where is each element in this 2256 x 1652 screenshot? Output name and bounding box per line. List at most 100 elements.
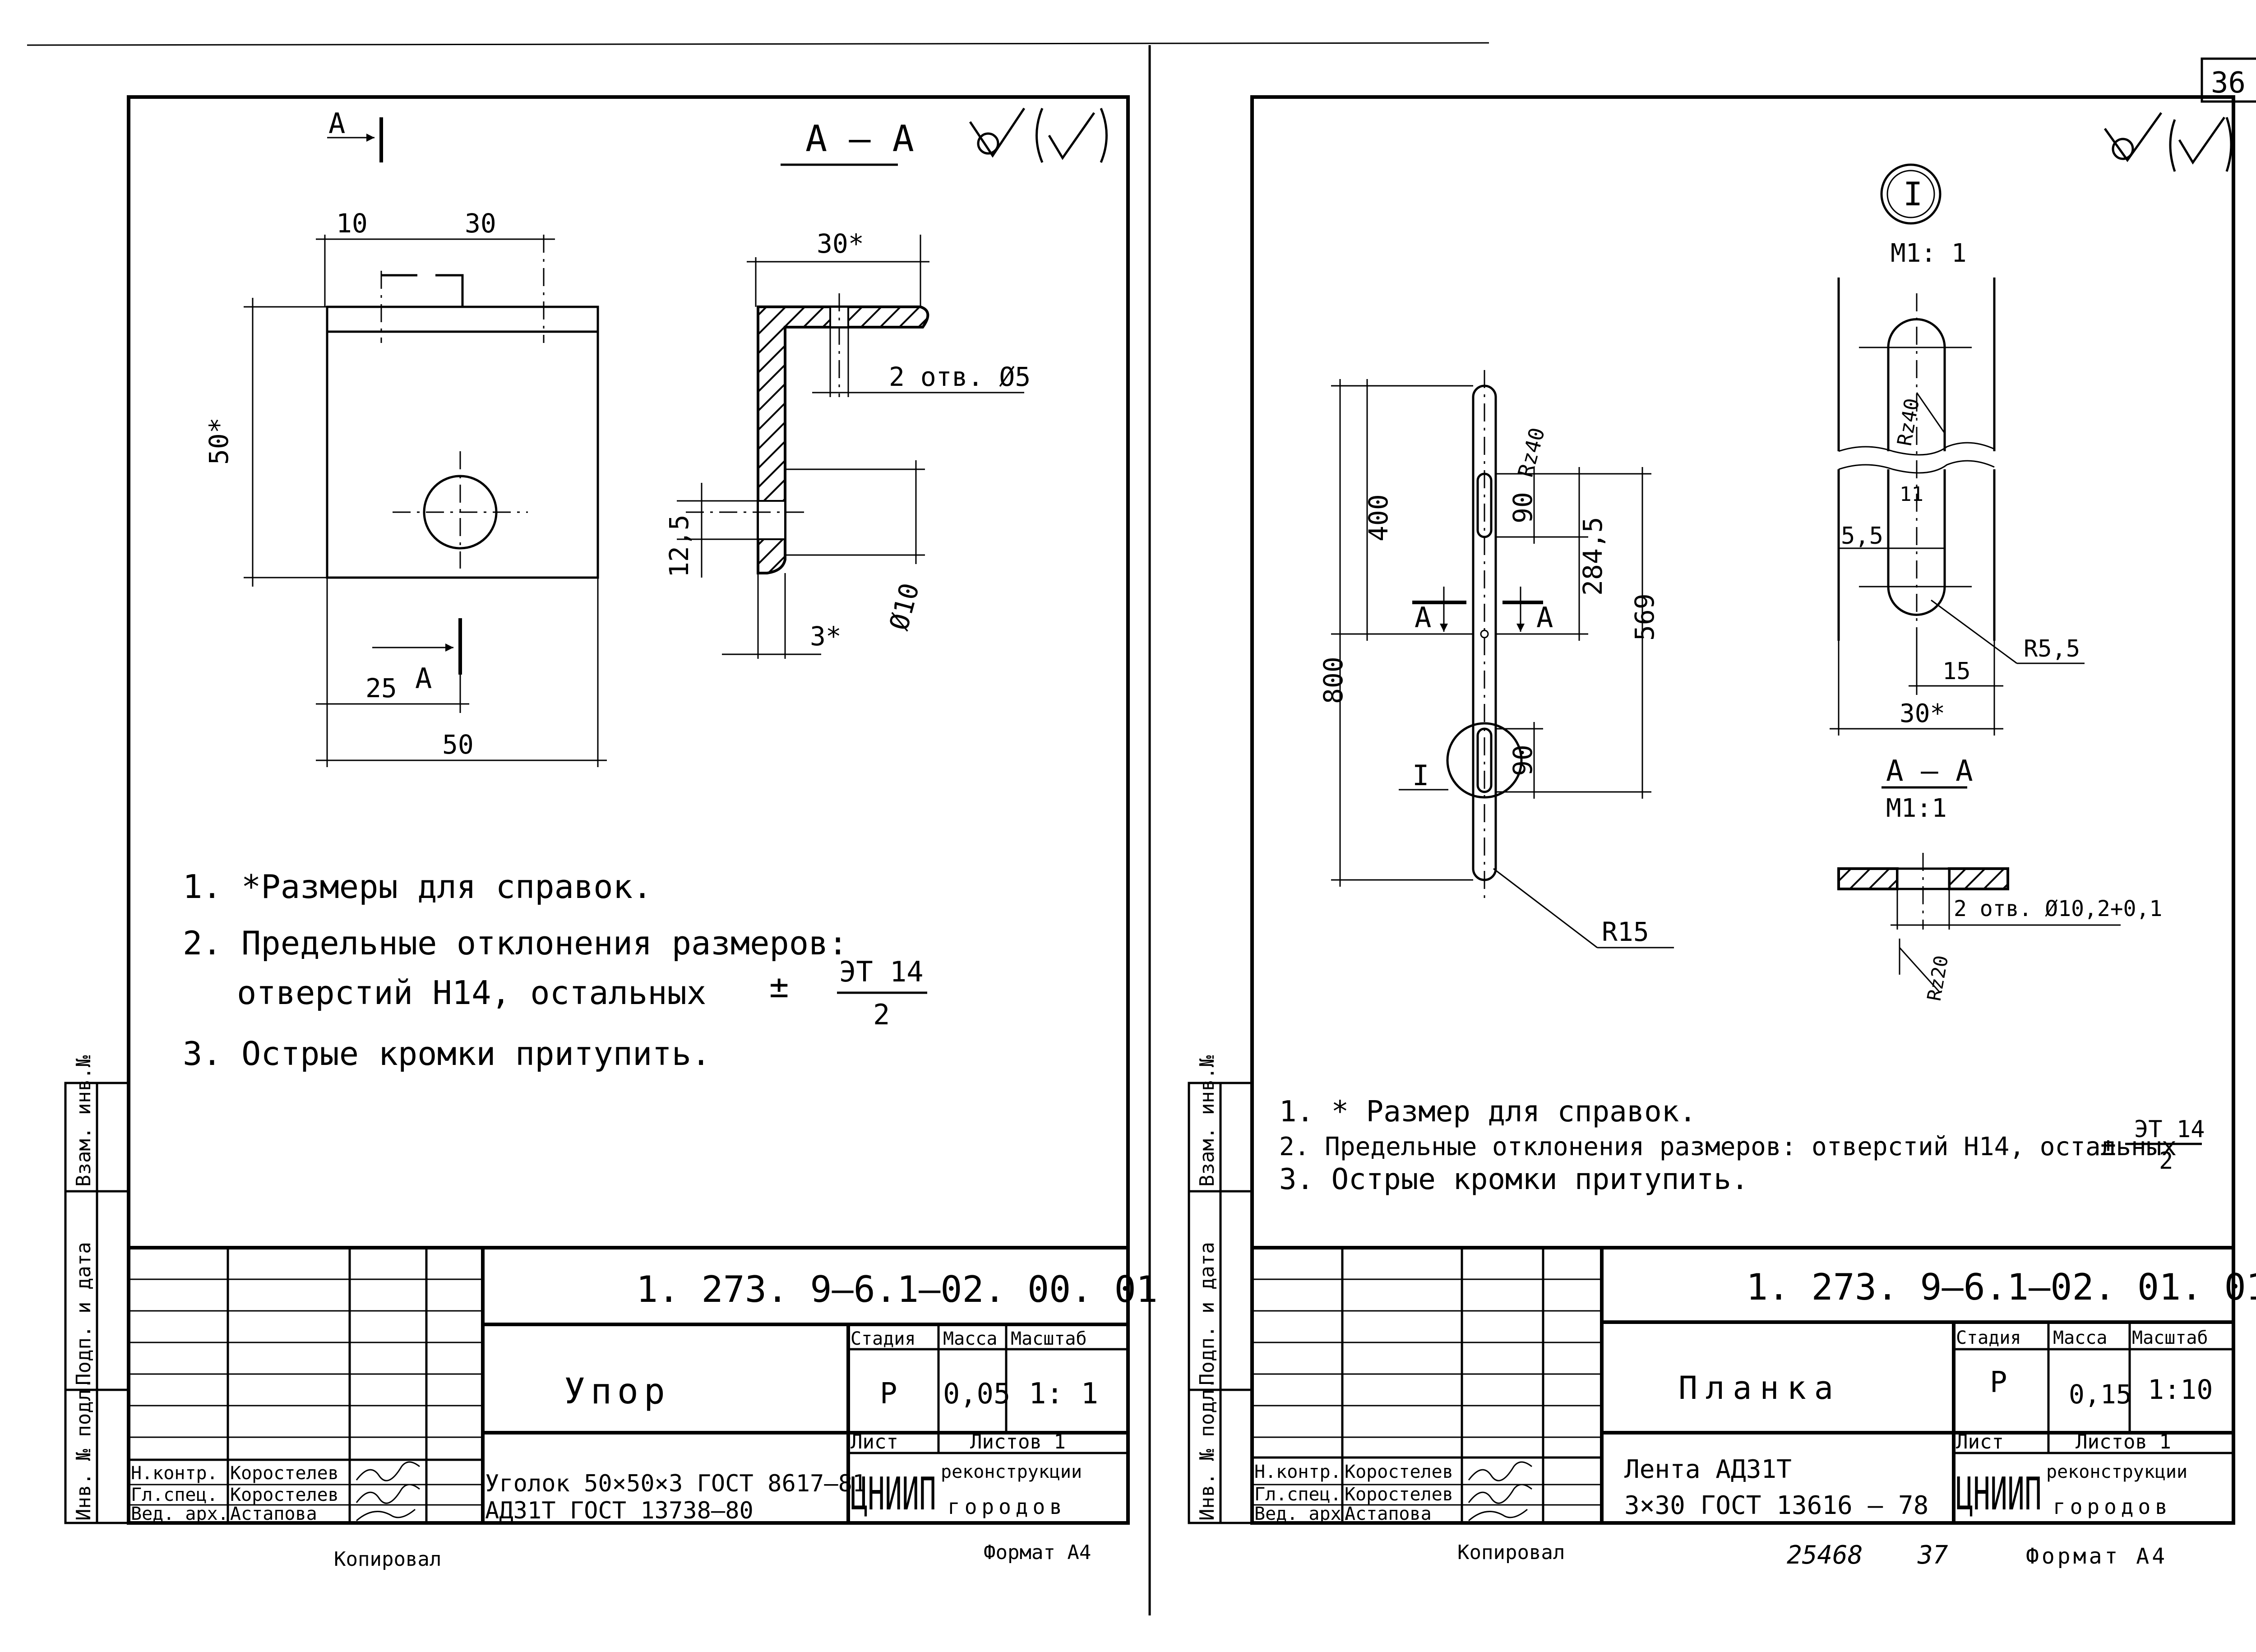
right-mass: 0,15: [2069, 1379, 2132, 1410]
left-dim-30star: 30*: [817, 228, 864, 259]
left-hdr-scale: Масштаб: [1011, 1328, 1087, 1349]
right-dim-800: 800: [1318, 657, 1349, 704]
right-cut-label-left: А: [1415, 601, 1431, 634]
left-role-2: Гл.спец.: [131, 1485, 218, 1505]
right-side-strip: Инв. № подл. Подп. и дата Взам. инв.№: [1188, 1055, 1253, 1524]
right-format: Формат А4: [2026, 1544, 2168, 1569]
left-title-block: Н.контр. Коростелев Гл.спец. Коростелев …: [127, 1246, 1158, 1525]
right-dim-r15: R15: [1602, 916, 1649, 947]
right-name-1: Коростелев: [1345, 1462, 1453, 1482]
left-hdr-mass: Масса: [943, 1328, 997, 1349]
left-org-line-2: городов: [948, 1495, 1067, 1519]
right-signature-2: [1468, 1484, 1532, 1504]
left-dim-10: 10: [336, 208, 368, 239]
right-dim-90b: 90: [1507, 745, 1538, 776]
left-side-label-replace: Взам. инв.№: [72, 1055, 95, 1187]
right-dim-284: 284,5: [1577, 517, 1608, 596]
right-hdr-scale: Масштаб: [2132, 1328, 2208, 1348]
right-tol-pm: ±: [2100, 1131, 2116, 1161]
right-sheet-label: Лист: [1956, 1430, 2004, 1453]
left-dim-30: 30: [465, 208, 496, 239]
left-side-strip: Инв. № подл. Подп. и дата Взам. инв.№: [64, 1055, 130, 1524]
right-stage: Р: [1990, 1366, 2007, 1399]
right-role-1: Н.контр.: [1254, 1462, 1341, 1482]
right-copied: Копировал: [1457, 1541, 1565, 1564]
left-tol-den: 2: [873, 998, 890, 1031]
left-cut-label-bottom: А: [415, 662, 432, 695]
right-name-2: Коростелев: [1345, 1484, 1453, 1505]
left-name-2: Коростелев: [230, 1485, 339, 1505]
left-doc-code: 1. 273. 9–6.1–02. 00. 01: [636, 1268, 1158, 1310]
right-name-3: Астапова: [1345, 1504, 1432, 1524]
left-notes: 1. *Размеры для справок. 2. Предельные о…: [183, 868, 927, 1073]
right-dim-rz40: Rz40: [1513, 425, 1549, 480]
right-role-2: Гл.спец.: [1254, 1484, 1341, 1505]
right-tol-den: 2: [2159, 1148, 2173, 1175]
left-dim-3star: 3*: [810, 621, 841, 652]
left-role-1: Н.контр.: [131, 1463, 218, 1484]
right-detail-scale: М1: 1: [1891, 239, 1967, 268]
right-bar-view: I 400 800 90 284,5 569 90 Rz40: [1318, 370, 1674, 949]
right-org-line-2: городов: [2053, 1495, 2172, 1519]
left-stage: Р: [880, 1377, 897, 1411]
right-part-name: Планка: [1678, 1370, 1841, 1407]
right-signature-3: [1468, 1509, 1528, 1522]
left-cut-marker-top: А: [327, 107, 383, 162]
right-doc-code: 1. 273. 9–6.1–02. 01. 01: [1746, 1266, 2256, 1308]
left-sheets-count: Листов 1: [970, 1430, 1066, 1453]
left-tol-pm: ±: [769, 967, 789, 1005]
left-dim-25: 25: [365, 673, 397, 703]
right-side-label-sign: Подп. и дата: [1196, 1242, 1219, 1385]
right-hdr-mass: Масса: [2053, 1328, 2107, 1348]
right-detail-mark: I: [1412, 759, 1429, 792]
right-section-label: А – А: [1886, 754, 1973, 788]
left-material-2: АД31Т ГОСТ 13738–80: [485, 1497, 754, 1524]
right-archive-no: 25468: [1787, 1541, 1863, 1570]
right-roughness-symbol: [2103, 112, 2233, 172]
left-dim-50: 50: [442, 729, 474, 760]
right-dim-rz40b: Rz40: [1893, 397, 1924, 448]
right-cut-label-right: А: [1536, 601, 1553, 634]
right-title-block: Н.контр. Коростелев Гл.спец. Коростелев …: [1250, 1246, 2256, 1525]
left-side-label-inv: Инв. № подл.: [72, 1377, 95, 1521]
left-note-1: 1. *Размеры для справок.: [183, 868, 652, 906]
right-note-2: 2. Предельные отклонения размеров: отвер…: [1279, 1132, 2177, 1161]
left-copied: Копировал: [334, 1548, 441, 1571]
left-cut-label-top: А: [328, 107, 345, 140]
right-dim-569: 569: [1629, 593, 1660, 641]
left-hdr-stage: Стадия: [851, 1328, 916, 1349]
right-role-3: Вед. арх.: [1254, 1504, 1352, 1524]
right-org-logo: ЦНИИП: [1956, 1467, 2042, 1520]
right-dim-400: 400: [1363, 494, 1394, 541]
left-signature-3: [356, 1509, 416, 1522]
left-dim-dia10: Ø10: [883, 580, 925, 634]
right-hdr-stage: Стадия: [1956, 1328, 2021, 1348]
left-mass: 0,05: [943, 1377, 1010, 1410]
left-sheet-label: Лист: [851, 1430, 898, 1453]
right-material-2: 3×30 ГОСТ 13616 – 78: [1624, 1491, 1928, 1520]
left-material-1: Уголок 50×50×3 ГОСТ 8617–81: [485, 1470, 866, 1497]
right-tol-num: ЭТ 14: [2134, 1116, 2205, 1143]
left-section-view: 30* 2 отв. Ø5 12,5 Ø10 3*: [664, 228, 1031, 659]
left-scale: 1: 1: [1029, 1377, 1098, 1411]
right-dim-5-5: 5,5: [1841, 523, 1883, 550]
right-scale: 1:10: [2148, 1374, 2213, 1406]
left-roughness-symbol: [969, 107, 1108, 163]
left-front-view: 10 30 50* 25 50 А: [203, 208, 607, 767]
left-sheet: Инв. № подл. Подп. и дата Взам. инв.№ А …: [64, 95, 1158, 1571]
right-dim-30star: 30*: [1900, 699, 1945, 728]
right-sheets-count: Листов 1: [2076, 1430, 2171, 1453]
right-notes: 1. * Размер для справок. 2. Предельные о…: [1279, 1095, 2205, 1196]
left-tol-num: ЭТ 14: [839, 955, 924, 988]
right-dim-rz20: Rz20: [1923, 954, 1953, 1003]
right-section-view: А – А М1:1 2 отв. Ø10,2+0,1 Rz20: [1837, 754, 2162, 1003]
right-dim-90a: 90: [1507, 492, 1538, 523]
right-dim-r5-5: R5,5: [2024, 635, 2080, 662]
right-dim-holes: 2 отв. Ø10,2+0,1: [1954, 896, 2162, 921]
left-role-3: Вед. арх.: [131, 1504, 229, 1524]
left-org-line-1: реконструкции: [941, 1462, 1082, 1482]
right-note-3: 3. Острые кромки притупить.: [1279, 1163, 1748, 1196]
left-note-3: 3. Острые кромки притупить.: [183, 1035, 711, 1073]
right-side-label-inv: Инв. № подл.: [1196, 1377, 1219, 1521]
